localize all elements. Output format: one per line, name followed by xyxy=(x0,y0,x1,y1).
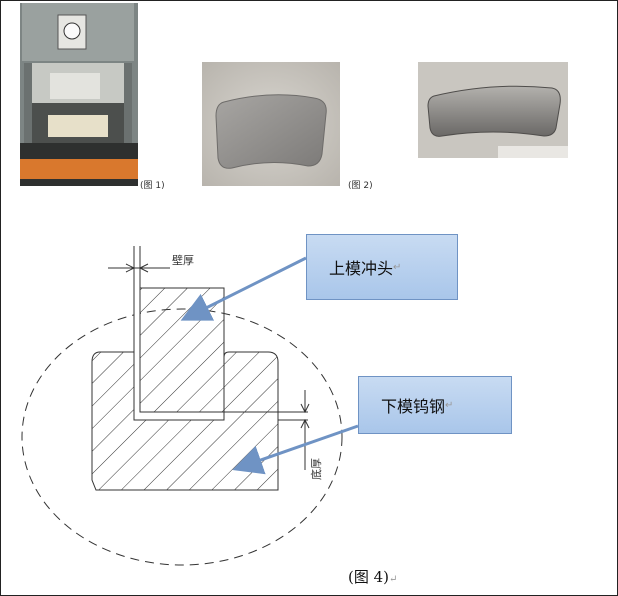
part-side-photo xyxy=(418,62,568,158)
press-machine-photo xyxy=(20,3,138,186)
figure-caption-text: (图 4) xyxy=(348,568,390,586)
wall-thickness-label: 壁厚 xyxy=(172,253,194,267)
lower-die-callout: 下模钨钢↵ xyxy=(358,376,512,434)
figure-caption: (图 4)↵ xyxy=(348,566,397,587)
stamped-part-photo xyxy=(202,62,340,186)
paragraph-mark: ↵ xyxy=(389,574,398,585)
paragraph-mark: ↵ xyxy=(393,261,402,273)
photo-1-caption: (图 1) xyxy=(140,181,165,191)
lower-die-label: 下模钨钢 xyxy=(381,397,446,416)
lower-callout-arrow xyxy=(232,424,359,475)
upper-punch-callout: 上模冲头↵ xyxy=(306,234,458,300)
bottom-thickness-label: 底厚 xyxy=(309,458,323,480)
upper-punch-label: 上模冲头 xyxy=(329,259,394,278)
upper-callout-arrow xyxy=(180,256,307,321)
photo-2-caption: (图 2) xyxy=(348,181,373,191)
paragraph-mark: ↵ xyxy=(445,399,454,411)
